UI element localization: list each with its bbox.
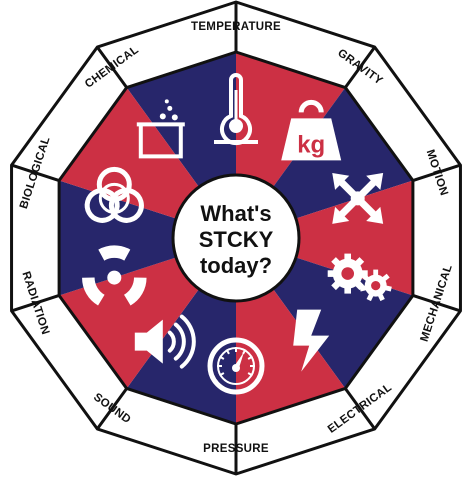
lightning-icon	[293, 309, 330, 372]
thermometer-icon	[214, 73, 258, 145]
speaker-icon	[134, 314, 196, 369]
center-line-2: STCKY	[199, 227, 274, 252]
motion-arrows-icon	[332, 172, 384, 224]
svg-text:kg: kg	[297, 131, 325, 158]
ring-divider	[344, 387, 376, 430]
gears-icon	[327, 253, 392, 302]
inner-decagon-outline	[57, 50, 415, 426]
ring-divider	[96, 46, 128, 89]
ring-divider	[96, 387, 128, 430]
ring-divider	[344, 46, 376, 89]
ring-divider	[412, 294, 461, 313]
beaker-icon	[136, 99, 185, 159]
pressure-gauge-icon	[207, 337, 265, 395]
center-hub: What's STCKY today?	[171, 173, 301, 303]
kg-weight-icon: kg	[281, 99, 342, 161]
center-line-1: What's	[200, 201, 271, 226]
center-circle	[171, 173, 301, 303]
label-temperature: TEMPERATURE	[191, 21, 281, 33]
ring-divider	[412, 163, 461, 182]
ring-divider	[11, 163, 60, 182]
label-pressure: PRESSURE	[203, 443, 269, 455]
radiation-icon	[82, 245, 147, 306]
center-line-3: today?	[200, 253, 272, 278]
biohazard-icon	[84, 166, 144, 223]
ring-divider	[11, 294, 60, 313]
